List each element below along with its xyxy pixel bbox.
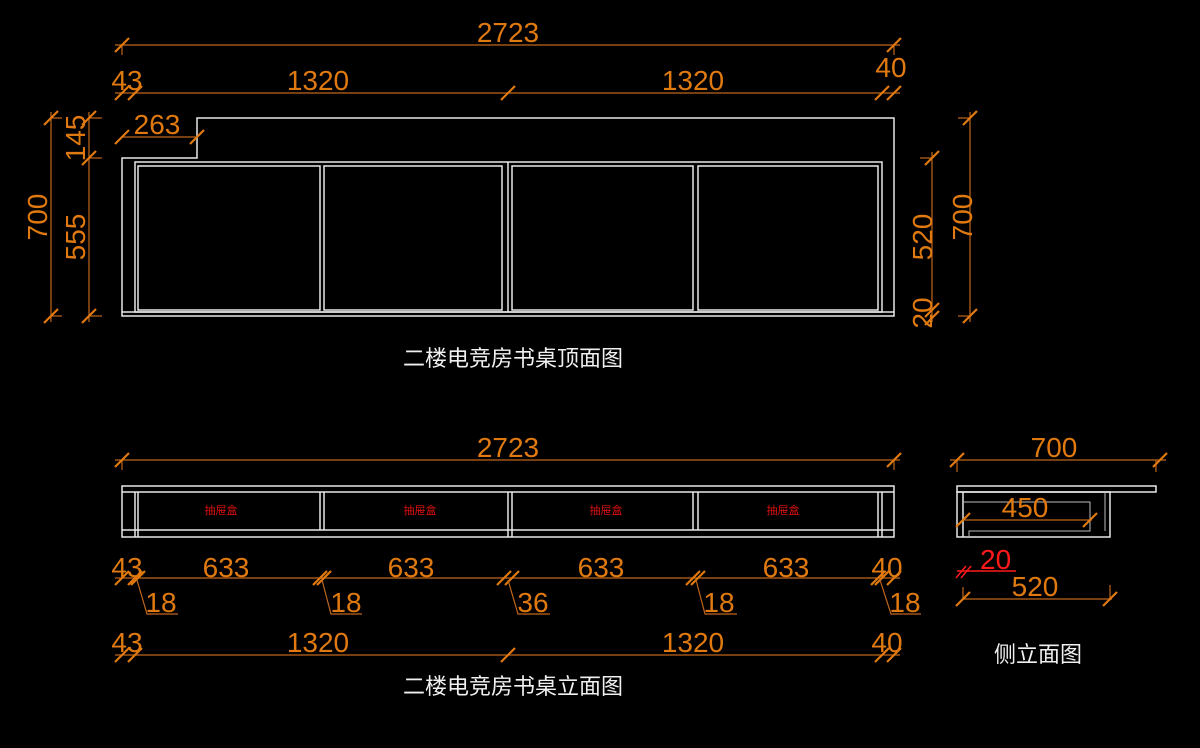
top-view: 2723 43 1320 1320 40 263 700 145 — [22, 17, 979, 372]
dim-overall-width: 2723 — [113, 17, 903, 55]
svg-text:18: 18 — [889, 587, 920, 618]
svg-text:43: 43 — [111, 65, 142, 96]
svg-text:20: 20 — [907, 297, 938, 328]
dim-bottom-row: 43 1320 1320 40 — [111, 627, 903, 664]
svg-text:633: 633 — [388, 552, 435, 583]
dim-front-overall: 2723 — [113, 432, 903, 470]
svg-text:520: 520 — [907, 214, 938, 261]
svg-text:633: 633 — [763, 552, 810, 583]
svg-text:633: 633 — [203, 552, 250, 583]
svg-text:1320: 1320 — [662, 627, 724, 658]
svg-text:555: 555 — [60, 214, 91, 261]
svg-text:145: 145 — [60, 115, 91, 162]
bay-1 — [137, 165, 321, 311]
svg-text:1320: 1320 — [287, 65, 349, 96]
svg-text:2723: 2723 — [477, 432, 539, 463]
dim-cabinet-depth: 520 — [954, 571, 1119, 608]
dim-right-depth: 700 520 20 — [907, 109, 979, 329]
side-view: 700 450 20 520 侧立面图 — [948, 432, 1169, 668]
svg-text:40: 40 — [871, 552, 902, 583]
dim-drawer-depth: 450 — [954, 492, 1099, 529]
svg-text:700: 700 — [22, 194, 53, 241]
dim-left-depth: 700 145 555 — [22, 109, 102, 325]
drawer-label-3: 抽屉盒 — [590, 503, 623, 517]
dim-front-gap: 20 — [955, 544, 1016, 579]
svg-text:20: 20 — [980, 544, 1011, 575]
front-view-title: 二楼电竞房书桌立面图 — [403, 675, 623, 700]
drawer-label-4: 抽屉盒 — [767, 503, 800, 517]
bay-4 — [697, 165, 879, 311]
svg-text:2723: 2723 — [477, 17, 539, 48]
dim-notch-width: 263 — [113, 109, 206, 146]
svg-text:18: 18 — [145, 587, 176, 618]
side-cabinet — [956, 491, 1111, 538]
svg-text:633: 633 — [578, 552, 625, 583]
top-view-title: 二楼电竞房书桌顶面图 — [403, 347, 623, 372]
svg-text:43: 43 — [111, 627, 142, 658]
svg-text:18: 18 — [703, 587, 734, 618]
dim-segments: 43 1320 1320 40 — [111, 52, 907, 102]
svg-text:1320: 1320 — [287, 627, 349, 658]
svg-text:700: 700 — [1031, 432, 1078, 463]
front-view: 抽屉盒 抽屉盒 抽屉盒 抽屉盒 2723 43 633 633 633 633 … — [111, 432, 921, 700]
svg-text:40: 40 — [871, 627, 902, 658]
bay-3 — [511, 165, 694, 311]
svg-text:1320: 1320 — [662, 65, 724, 96]
dim-drawer-row: 43 633 633 633 633 40 18 18 36 18 18 — [111, 552, 921, 618]
side-top-slab — [956, 485, 1157, 493]
drawer-label-1: 抽屉盒 — [205, 503, 238, 517]
bay-2 — [323, 165, 503, 311]
svg-text:263: 263 — [134, 109, 181, 140]
svg-text:36: 36 — [517, 587, 548, 618]
svg-text:18: 18 — [330, 587, 361, 618]
side-view-title: 侧立面图 — [994, 643, 1082, 668]
desk-top-outline — [121, 117, 895, 317]
dim-side-overall: 700 — [948, 432, 1169, 472]
svg-text:700: 700 — [947, 194, 978, 241]
svg-text:450: 450 — [1002, 492, 1049, 523]
drawer-label-2: 抽屉盒 — [404, 503, 437, 517]
svg-text:40: 40 — [875, 52, 906, 83]
svg-text:520: 520 — [1012, 571, 1059, 602]
svg-text:43: 43 — [111, 552, 142, 583]
panels — [134, 492, 883, 537]
